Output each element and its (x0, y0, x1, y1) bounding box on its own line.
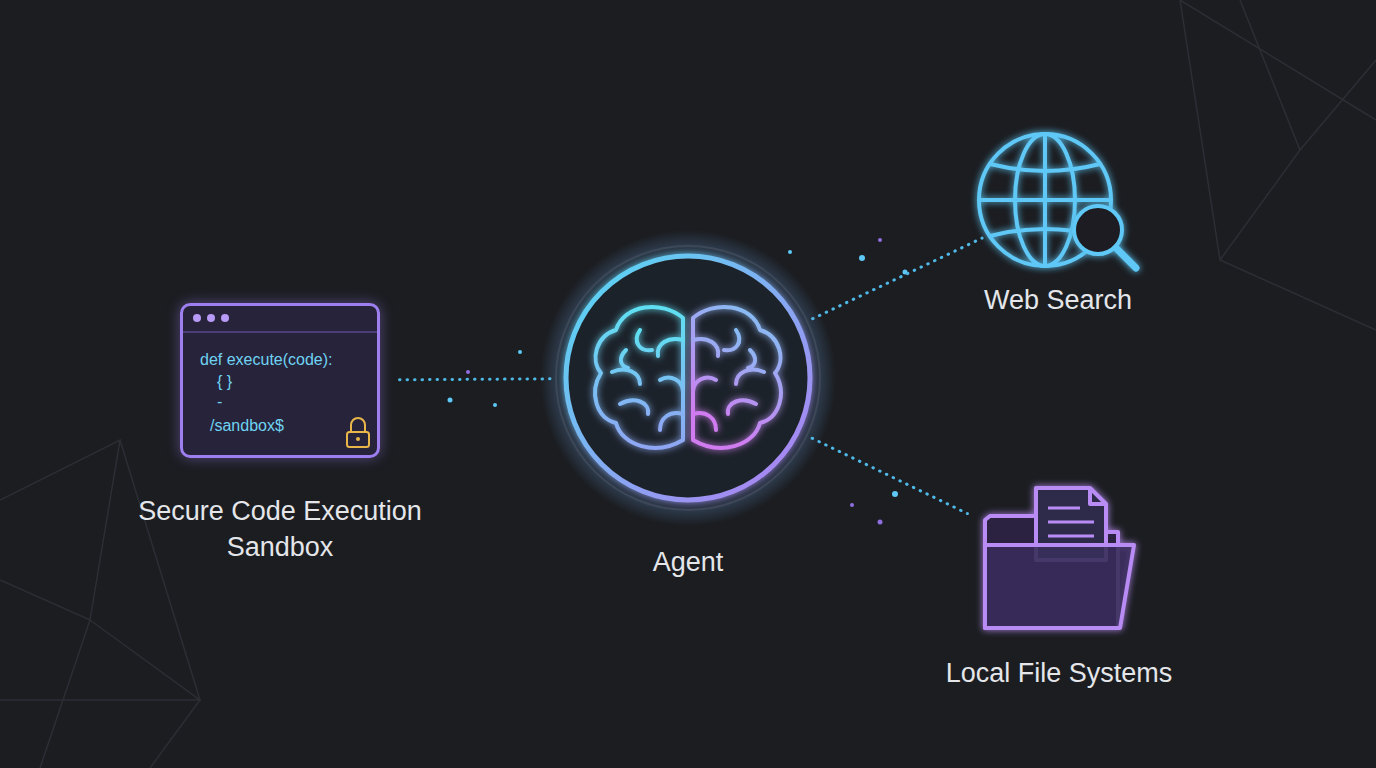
dotted-connector (394, 377, 550, 381)
particles (448, 238, 908, 525)
node-label: Agent (653, 544, 724, 580)
node-label: Web Search (984, 282, 1132, 318)
folder-icon (985, 488, 1134, 628)
sandbox-window (181, 304, 379, 457)
prompt-line: /sandbox$ (210, 416, 284, 436)
agent-node: Agent (566, 256, 810, 500)
node-label: Local File Systems (946, 655, 1173, 691)
sandbox-window: def execute(code):{ }-/sandbox$Secure Co… (180, 303, 380, 458)
agent-circle (540, 230, 836, 526)
code-line: { } (217, 372, 232, 392)
dotted-connector (813, 238, 983, 319)
dotted-connector (812, 438, 967, 513)
node-label: Secure Code Execution Sandbox (130, 493, 430, 565)
file-system-node: Local File Systems (980, 484, 1138, 632)
code-line: - (217, 392, 222, 412)
code-line: def execute(code): (200, 350, 333, 370)
magnifier-icon (1074, 206, 1136, 268)
lock-icon (347, 418, 369, 447)
brain-icon (595, 307, 781, 448)
web-search-node: Web Search (976, 132, 1140, 272)
